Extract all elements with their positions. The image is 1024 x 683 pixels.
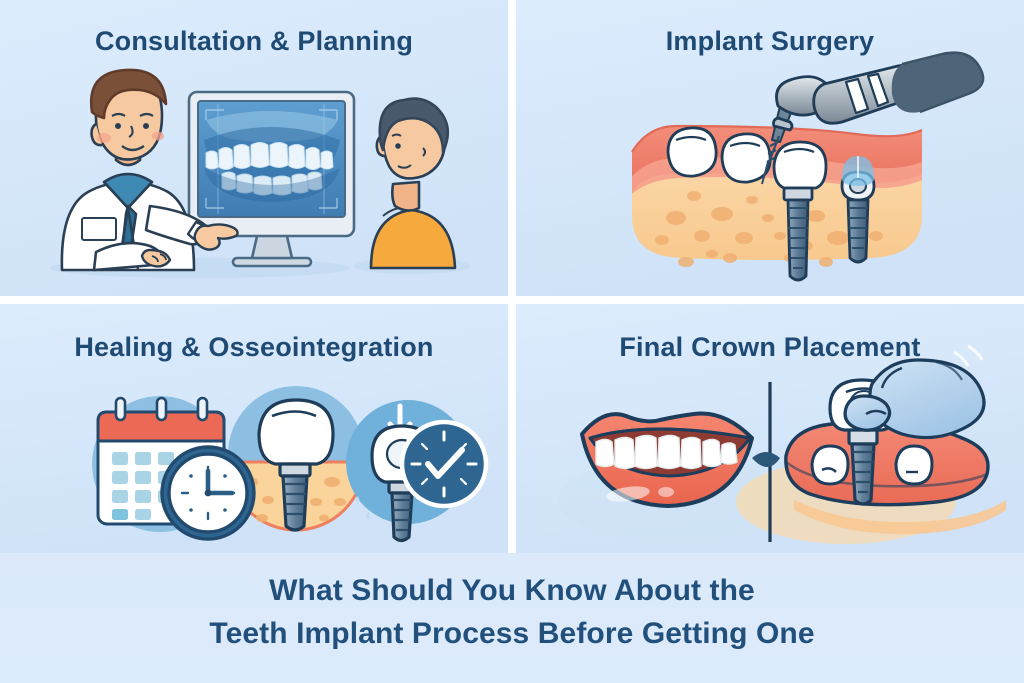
main-headline: What Should You Know About the Teeth Imp…	[0, 569, 1024, 655]
panel-title-consultation: Consultation & Planning	[94, 26, 414, 56]
panel-crown: Final Crown Placement	[516, 304, 1024, 553]
healing-illustration	[0, 304, 508, 553]
panel-surgery: Implant Surgery	[516, 0, 1024, 296]
headline-line-2: Teeth Implant Process Before Getting One	[209, 617, 815, 650]
panel-consultation: Consultation & Planning	[0, 0, 508, 296]
bottom-band	[0, 553, 1024, 683]
panel-title-crown: Final Crown Placement	[619, 332, 921, 362]
consultation-illustration	[0, 0, 508, 296]
panel-title-healing: Healing & Osseointegration	[74, 332, 434, 362]
crown-illustration	[516, 304, 1024, 553]
divider-vertical	[508, 0, 516, 553]
panel-title-surgery: Implant Surgery	[665, 26, 875, 56]
surgery-illustration	[516, 0, 1024, 296]
divider-horizontal	[0, 296, 1024, 304]
panel-healing: Healing & Osseointegration	[0, 304, 508, 553]
headline-line-1: What Should You Know About the	[269, 574, 755, 607]
